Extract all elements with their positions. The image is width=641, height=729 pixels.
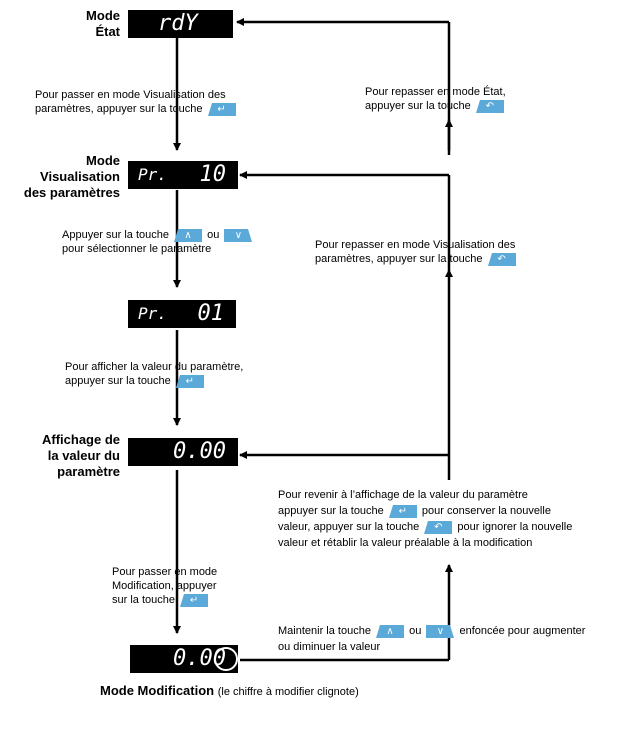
display-pr-01: Pr. 01	[128, 300, 236, 328]
back-key-icon: ↶	[487, 252, 516, 266]
instruction-to-modification: Pour passer en mode Modification, appuye…	[112, 566, 218, 607]
enter-key-icon: ↵	[180, 593, 209, 607]
back-key-icon: ↶	[424, 520, 453, 534]
enter-key-icon: ↵	[175, 374, 204, 388]
enter-key-icon: ↵	[207, 102, 236, 116]
mode-visualisation-label: Mode Visualisation des paramètres	[23, 153, 120, 200]
mode-etat-label: Mode État	[86, 8, 120, 39]
instruction-select-param: Appuyer sur la touche ∧ ou ∨ pour sélect…	[62, 228, 282, 256]
blinking-digit-circle	[214, 647, 238, 671]
display-value-modify: 0.00	[130, 645, 238, 673]
instruction-to-visualisation: Pour passer en mode Visualisation des pa…	[35, 88, 295, 116]
mode-modification-label: Mode Modification (le chiffre à modifier…	[100, 683, 359, 698]
mode-affichage-label: Affichage de la valeur du paramètre	[41, 432, 120, 479]
instruction-back-to-visualisation: Pour repasser en mode Visualisation des …	[315, 239, 516, 266]
up-key-icon: ∧	[174, 228, 203, 242]
display-value: 0.00	[128, 438, 238, 466]
instruction-adjust-value: Maintenir la touche ∧ ou ∨ enfoncée pour…	[278, 624, 586, 653]
back-key-icon: ↶	[475, 99, 504, 113]
instruction-return-to-value: Pour revenir à l’affichage de la valeur …	[278, 489, 573, 549]
display-pr-10: Pr. 10	[128, 161, 238, 189]
down-key-icon: ∨	[224, 228, 253, 242]
up-key-icon: ∧	[376, 624, 405, 638]
instruction-show-value: Pour afficher la valeur du paramètre, ap…	[65, 361, 244, 388]
enter-key-icon: ↵	[388, 504, 417, 518]
flow-arrows	[173, 18, 453, 662]
display-rdy: rdY	[128, 10, 233, 38]
down-key-icon: ∨	[426, 624, 455, 638]
instruction-back-to-etat: Pour repasser en mode État, appuyer sur …	[365, 86, 506, 113]
